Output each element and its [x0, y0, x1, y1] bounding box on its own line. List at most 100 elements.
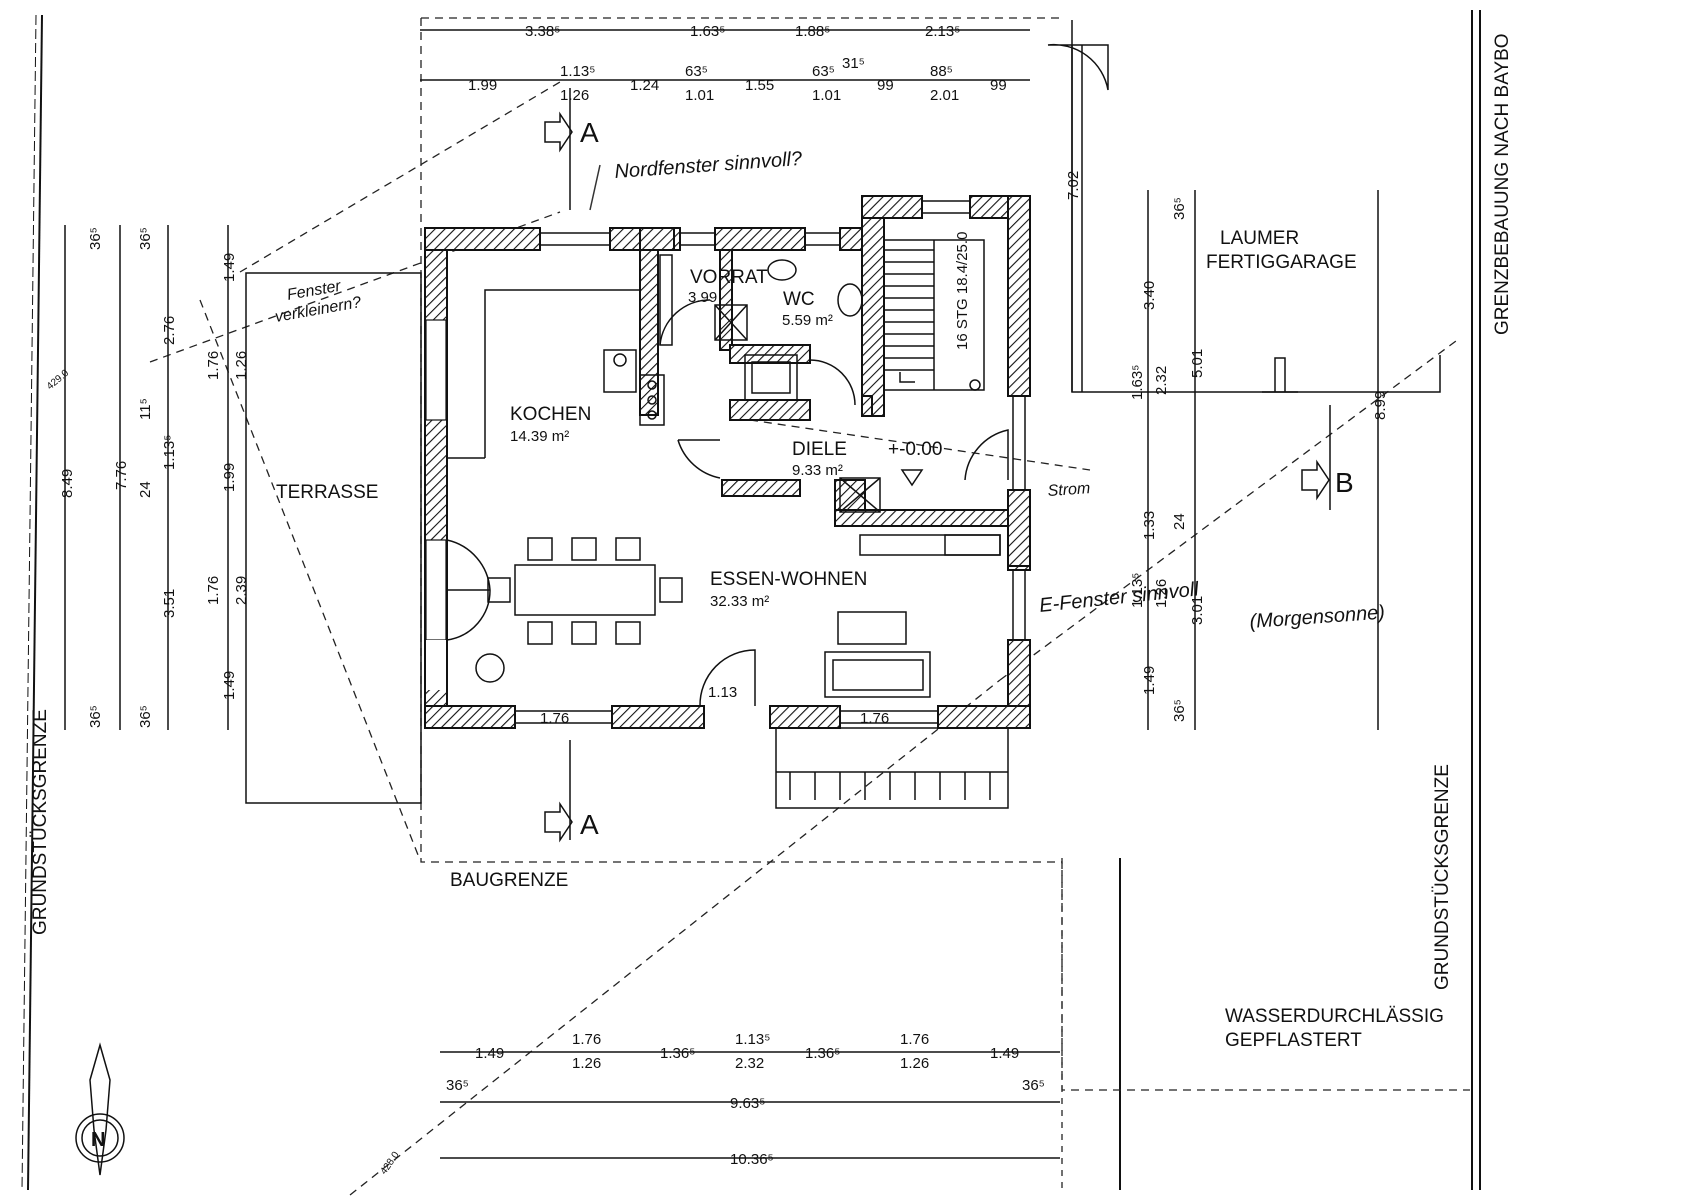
dim-r2-0: 5.01: [1189, 349, 1206, 378]
dim-l4-5: 2.39: [233, 576, 250, 605]
note-strom: Strom: [1047, 480, 1091, 500]
dim-l4-1: 1.76: [205, 351, 222, 380]
dim-l4-0: 1.49: [221, 253, 238, 282]
doors: [446, 429, 1009, 707]
dim-l3-2: 11⁵: [137, 398, 154, 420]
dim-bot2-1: 9.63⁵: [730, 1095, 765, 1112]
living-furniture: [824, 534, 1001, 698]
house-walls: [424, 195, 1031, 729]
dim-l3-1: 2.76: [161, 316, 178, 345]
north-arrow-icon: N: [75, 1042, 125, 1176]
grenze-left-label: GRUNDSTÜCKSGRENZE: [30, 709, 51, 935]
dim-l1-0: 36⁵: [87, 227, 104, 250]
baugrenze-label: BAUGRENZE: [450, 870, 568, 891]
dim-r1-2: 1.63⁵: [1129, 365, 1146, 400]
terrasse-label: TERRASSE: [276, 482, 378, 503]
grenzbebauung-label: GRENZBEBAUUNG NACH BAYBO: [1492, 33, 1513, 335]
dim-top2-5: 63⁵: [812, 63, 835, 80]
dim-r3-0: 8.99: [1372, 391, 1389, 420]
staircase: [883, 239, 985, 391]
diele-area: 9.33 m²: [792, 462, 843, 479]
vorrat-area: 3.99: [688, 289, 717, 306]
dim-top1-0: 3.38⁵: [525, 23, 560, 40]
dim-bot2-0: 36⁵: [446, 1077, 469, 1094]
dim-top2-6: 31⁵: [842, 55, 865, 72]
dim-bot1sub-1: 2.32: [735, 1055, 764, 1072]
dim-l4-6: 1.49: [221, 671, 238, 700]
diele-label: DIELE: [792, 439, 847, 460]
dim-bot1-6: 1.49: [990, 1045, 1019, 1062]
dim-r1-8: 36⁵: [1171, 699, 1188, 722]
dim-top2-7: 99: [877, 77, 894, 94]
wc-area: 5.59 m²: [782, 312, 833, 329]
north-label: N: [91, 1129, 105, 1151]
dining-table: [475, 537, 683, 683]
grenze-right-label: GRUNDSTÜCKSGRENZE: [1432, 764, 1453, 990]
essen-label: ESSEN-WOHNEN: [710, 569, 867, 590]
terrasse-outline: [245, 272, 422, 804]
dim-top2-3: 63⁵: [685, 63, 708, 80]
garage-label-2: FERTIGGARAGE: [1206, 252, 1357, 273]
note-fenster-right-2: (Morgensonne): [1249, 602, 1386, 633]
essen-area: 32.33 m²: [710, 593, 769, 610]
dim-bot1-3: 1.13⁵: [735, 1031, 770, 1048]
dim-l4-4: 1.76: [205, 576, 222, 605]
section-a-bottom: A: [580, 809, 599, 840]
window-label-south-2: 1.76: [860, 710, 889, 727]
dim-top2sub-1: 1.01: [685, 87, 714, 104]
dim-l2-0: 7.76: [113, 461, 130, 490]
dim-l3-6: 36⁵: [137, 705, 154, 728]
dim-top2sub-0: 1.26: [560, 87, 589, 104]
kitchen-counter: [447, 289, 665, 459]
dim-l3-0: 36⁵: [137, 227, 154, 250]
kochen-area: 14.39 m²: [510, 428, 569, 445]
dims-left: 36⁵ 8.49 36⁵ 7.76 36⁵ 2.76 11⁵ 1.13⁵ 24 …: [59, 227, 250, 728]
dim-top2-0: 1.99: [468, 77, 497, 94]
dim-bot1-4: 1.36⁵: [805, 1045, 840, 1062]
note-nordfenster: Nordfenster sinnvoll?: [614, 148, 804, 183]
vorrat-label: VORRAT: [690, 267, 768, 288]
dim-top2-1: 1.13⁵: [560, 63, 595, 80]
kochen-label: KOCHEN: [510, 404, 591, 425]
dim-l4-2: 1.26: [233, 351, 250, 380]
dim-bot3: 10.36⁵: [730, 1151, 774, 1168]
front-steps: [775, 727, 1009, 809]
window-label-south-1: 1.76: [540, 710, 569, 727]
dim-bot1sub-0: 1.26: [572, 1055, 601, 1072]
dim-r1-0: 36⁵: [1171, 197, 1188, 220]
dim-bot1-2: 1.36⁵: [660, 1045, 695, 1062]
stair-label: 16 STG 18.4/25.0: [954, 232, 971, 350]
dim-r1-6: 1.26: [1153, 579, 1170, 608]
dim-l1-2: 36⁵: [87, 705, 104, 728]
dims-right: 7.02 36⁵ 3.40 1.63⁵ 2.32 1.33 1.13⁵ 1.26…: [1065, 171, 1389, 722]
property-lines: [21, 10, 1481, 1191]
dim-r-top: 7.02: [1065, 171, 1082, 200]
dim-top1-3: 2.13⁵: [925, 23, 960, 40]
dim-r2-1: 24: [1171, 513, 1188, 530]
dim-top1-2: 1.88⁵: [795, 23, 830, 40]
dim-l3-4: 24: [137, 481, 154, 498]
dim-top2sub-3: 2.01: [930, 87, 959, 104]
elev-bottom: 428.0: [378, 1150, 402, 1177]
dims-bottom: 1.49 1.76 1.36⁵ 1.13⁵ 1.36⁵ 1.76 1.49 1.…: [446, 1031, 1045, 1168]
elev-top: 429.0: [45, 368, 72, 393]
dims-top: 3.38⁵ 1.63⁵ 1.88⁵ 2.13⁵ 1.99 1.13⁵ 1.24 …: [468, 23, 1007, 104]
garage: LAUMER FERTIGGARAGE: [1047, 43, 1441, 393]
dim-r1-3: 2.32: [1153, 366, 1170, 395]
dim-bot1-0: 1.49: [475, 1045, 504, 1062]
dim-r1-1: 3.40: [1141, 281, 1158, 310]
dim-top2-2: 1.24: [630, 77, 659, 94]
pflaster-label-2: GEPFLASTERT: [1225, 1030, 1362, 1051]
dim-l3-5: 3.51: [161, 589, 178, 618]
dimension-lines: [64, 20, 1379, 1159]
section-markers: A A B: [544, 88, 1354, 843]
dim-top2-9: 99: [990, 77, 1007, 94]
dim-top2-4: 1.55: [745, 77, 774, 94]
wc-fixtures: [744, 259, 863, 406]
dim-l4-3: 1.99: [221, 463, 238, 492]
level-label: +-0.00: [888, 439, 942, 460]
dim-bot1-5: 1.76: [900, 1031, 929, 1048]
section-a-top: A: [580, 117, 599, 148]
dim-bot2-2: 36⁵: [1022, 1077, 1045, 1094]
